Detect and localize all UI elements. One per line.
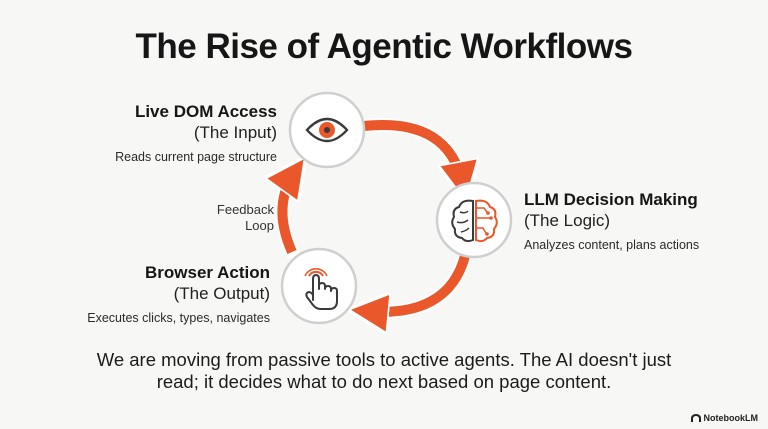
arrow-logic-to-output: [364, 249, 472, 312]
node-input: [288, 91, 366, 169]
brain-circuit-icon: [451, 199, 498, 243]
node-output-subheading: (The Output): [173, 284, 270, 304]
brand-watermark: NotebookLM: [690, 413, 759, 423]
node-input-label: Live DOM Access (The Input) Reads curren…: [17, 101, 277, 165]
node-output-heading: Browser Action: [144, 263, 270, 282]
node-output-description: Executes clicks, types, navigates: [87, 310, 270, 325]
node-input-description: Reads current page structure: [115, 149, 277, 164]
notebooklm-logo-icon: [690, 414, 701, 422]
node-logic-heading: LLM Decision Making: [524, 190, 698, 209]
pointer-hand-icon: [304, 268, 338, 310]
node-input-heading: Live DOM Access: [134, 102, 277, 121]
feedback-line-1: Feedback: [216, 202, 274, 217]
node-logic: [435, 181, 513, 259]
node-output: [280, 247, 358, 325]
brand-name: NotebookLM: [703, 413, 759, 423]
eye-icon: [305, 117, 349, 143]
node-logic-description: Analyzes content, plans actions: [524, 237, 700, 252]
node-output-label: Browser Action (The Output) Executes cli…: [10, 262, 270, 326]
arrow-input-to-logic: [357, 118, 463, 186]
page-title: The Rise of Agentic Workflows: [135, 27, 633, 66]
caption-line-2: read; it decides what to do next based o…: [156, 371, 612, 393]
caption-line-1: We are moving from passive tools to acti…: [96, 349, 672, 370]
caption: We are moving from passive tools to acti…: [40, 349, 728, 393]
arrow-feedback-loop: [282, 170, 296, 259]
feedback-loop-label: Feedback Loop: [154, 202, 274, 233]
node-logic-label: LLM Decision Making (The Logic) Analyzes…: [524, 189, 764, 253]
node-input-subheading: (The Input): [193, 123, 277, 143]
feedback-line-2: Loop: [245, 217, 274, 233]
node-logic-subheading: (The Logic): [524, 211, 610, 231]
